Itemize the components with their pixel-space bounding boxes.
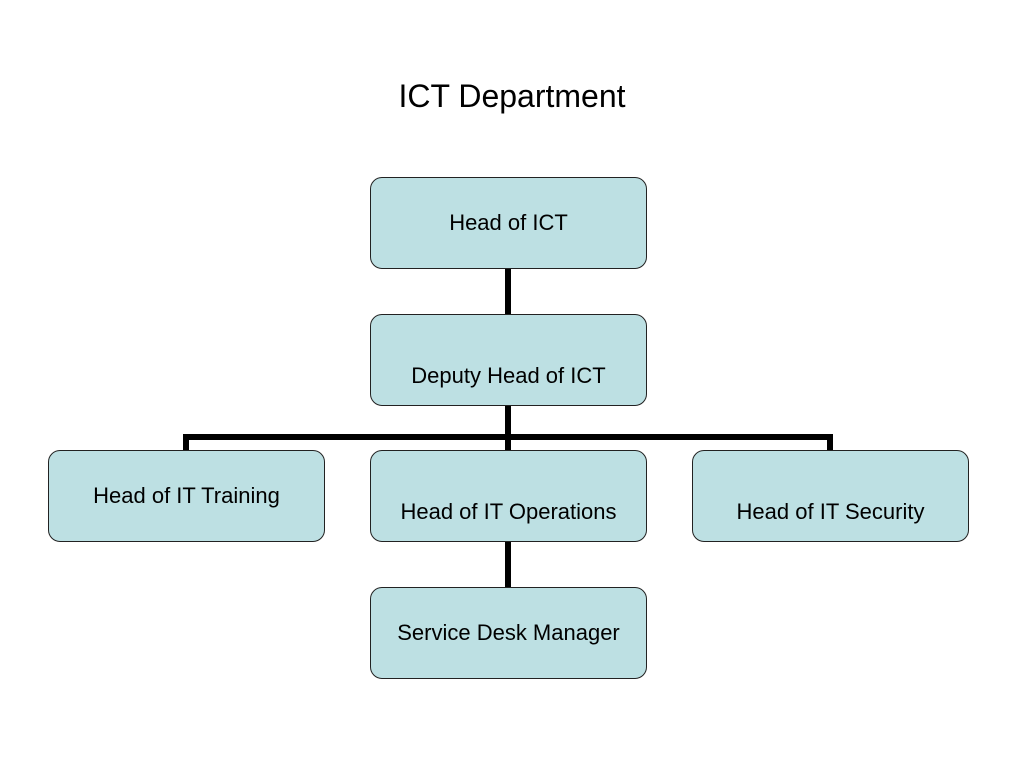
box-head-it-security: Head of IT Security [692,450,969,542]
box-label-head-it-security: Head of IT Security [736,499,925,524]
box-label-head-of-ict: Head of ICT [449,210,568,235]
box-head-it-operations: Head of IT Operations [370,450,647,542]
box-label-head-it-operations: Head of IT Operations [400,499,617,524]
box-label-head-it-training: Head of IT Training [93,483,280,508]
page-title: ICT Department [398,78,626,114]
box-head-of-ict: Head of ICT [370,177,647,269]
box-label-service-desk-manager: Service Desk Manager [397,620,620,645]
box-deputy-head: Deputy Head of ICT [370,314,647,406]
box-service-desk-manager: Service Desk Manager [370,587,647,679]
box-head-it-training: Head of IT Training [48,450,325,542]
box-label-deputy-head: Deputy Head of ICT [411,363,606,388]
